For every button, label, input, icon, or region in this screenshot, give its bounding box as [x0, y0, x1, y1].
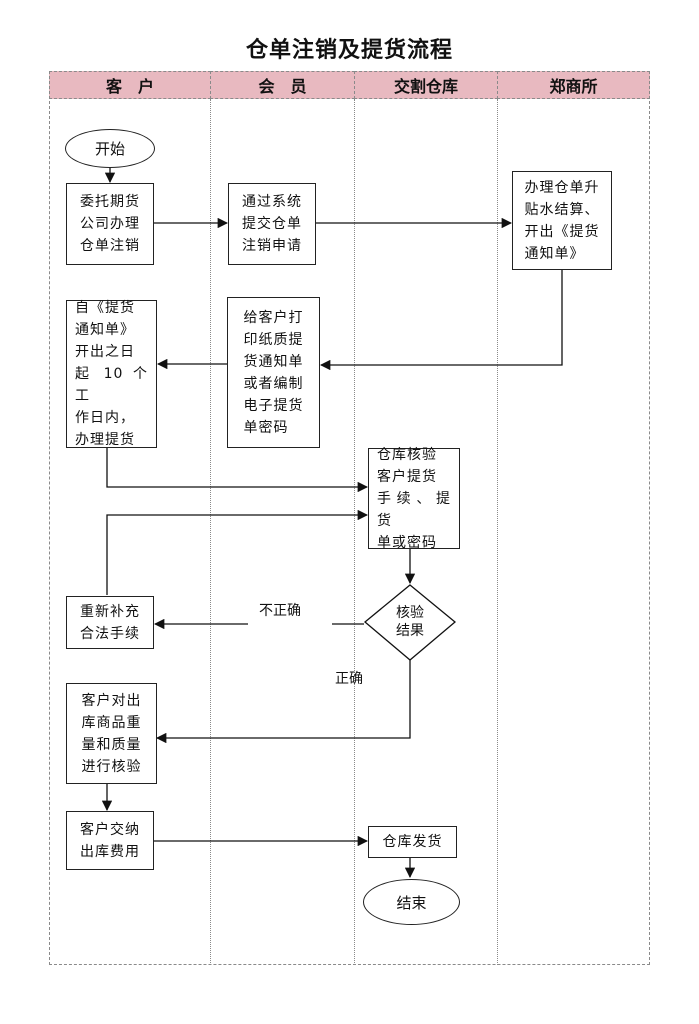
warehouse-ship-box: 仓库发货 — [368, 826, 457, 858]
lane-header-exchange: 郑商所 — [497, 71, 650, 99]
arrow-decision-to-check — [155, 660, 411, 744]
lane-header-warehouse: 交割仓库 — [354, 71, 498, 99]
redo-procedures-box: 重新补充 合法手续 — [66, 596, 154, 649]
decision-diamond — [363, 584, 457, 661]
warehouse-verify-box: 仓库核验 客户提货 手续、提货 单或密码 — [368, 447, 460, 551]
lane-header-customer: 客 户 — [49, 71, 211, 99]
pay-fee-box: 客户交纳 出库费用 — [66, 811, 154, 870]
arrow-upgrade-to-print — [319, 270, 563, 371]
arrow-redo-to-verify — [106, 509, 369, 595]
upgrade-settlement-box: 办理仓单升 贴水结算、 开出《提货 通知单》 — [512, 171, 612, 270]
print-notice-box: 给客户打 印纸质提 货通知单 或者编制 电子提货 单密码 — [227, 297, 320, 448]
lane-divider — [354, 99, 355, 965]
decision-label: 核验 结果 — [396, 605, 424, 639]
arrow-pickup-to-verify — [106, 448, 369, 493]
submit-box: 通过系统 提交仓单 注销申请 — [228, 183, 316, 265]
start-terminator: 开始 — [65, 129, 155, 168]
page-title: 仓单注销及提货流程 — [245, 38, 453, 63]
entrust-box: 委托期货 公司办理 仓单注销 — [66, 183, 154, 265]
pickup-deadline-box: 自《提货 通知单》 开出之日 起 10 个工 作日内， 办理提货 — [66, 300, 157, 448]
customer-inspection-box: 客户对出 库商品重 量和质量 进行核验 — [66, 683, 157, 784]
lane-divider — [497, 99, 498, 965]
edge-label-correct: 正确 — [335, 671, 363, 687]
end-terminator: 结束 — [363, 879, 460, 925]
edge-label-incorrect: 不正确 — [259, 603, 301, 619]
lane-divider — [210, 99, 211, 965]
